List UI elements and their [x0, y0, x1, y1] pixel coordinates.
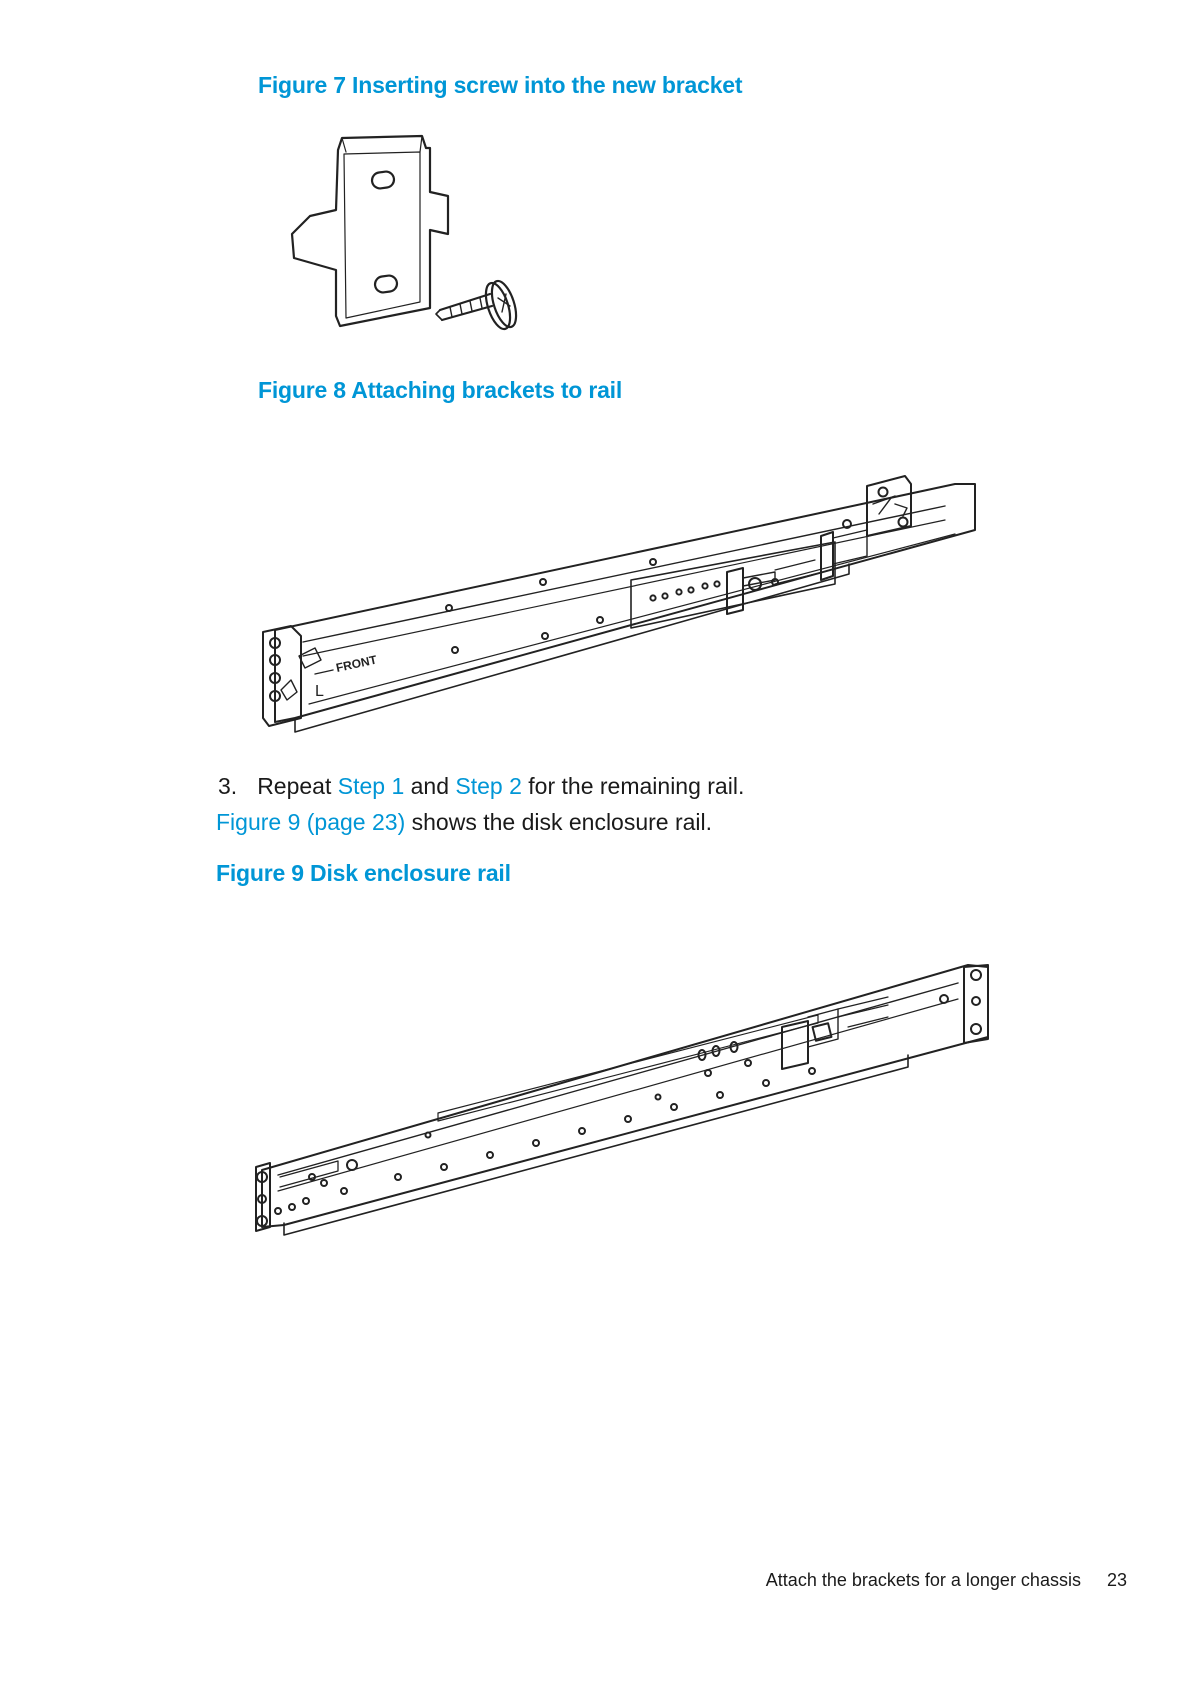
- figure-8-caption: Figure 8 Attaching brackets to rail: [258, 377, 622, 404]
- figure-8-rail-with-brackets-illustration: FRONT L: [255, 460, 995, 745]
- step-3-prefix: Repeat: [257, 773, 338, 799]
- footer-section-title: Attach the brackets for a longer chassis: [766, 1570, 1081, 1590]
- left-rail-label: L: [315, 683, 324, 700]
- step-1-link[interactable]: Step 1: [338, 773, 405, 799]
- reference-suffix: shows the disk enclosure rail.: [405, 809, 712, 835]
- step-3-suffix: for the remaining rail.: [522, 773, 744, 799]
- figure-9-disk-enclosure-rail-illustration: [248, 955, 993, 1240]
- step-2-link[interactable]: Step 2: [455, 773, 522, 799]
- step-3-paragraph: 3. Repeat Step 1 and Step 2 for the remai…: [218, 773, 744, 800]
- front-label: FRONT: [335, 653, 379, 675]
- figure-7-bracket-screw-illustration: [280, 130, 540, 350]
- figure-9-link[interactable]: Figure 9 (page 23): [216, 809, 405, 835]
- step-3-middle: and: [404, 773, 455, 799]
- figure-9-reference-paragraph: Figure 9 (page 23) shows the disk enclos…: [216, 809, 712, 836]
- figure-7-caption: Figure 7 Inserting screw into the new br…: [258, 72, 742, 99]
- page-footer: Attach the brackets for a longer chassis…: [766, 1570, 1127, 1591]
- page-number: 23: [1107, 1570, 1127, 1590]
- step-number: 3.: [218, 773, 237, 799]
- figure-9-caption: Figure 9 Disk enclosure rail: [216, 860, 511, 887]
